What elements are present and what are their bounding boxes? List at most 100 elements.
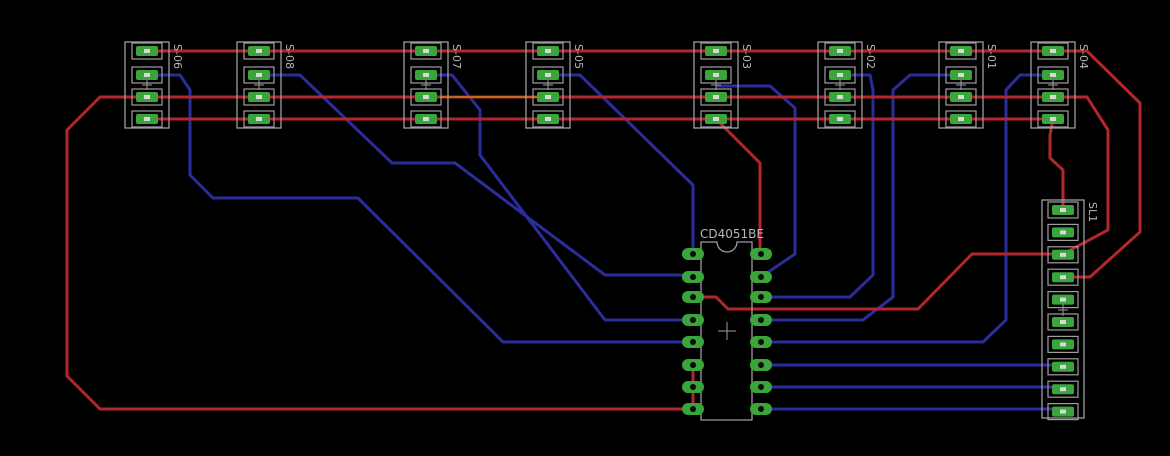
pad-outline: [700, 110, 732, 128]
connector-outline: [124, 41, 170, 129]
pad-marker: [1060, 364, 1066, 369]
drill-hole: [758, 384, 764, 390]
connector-pad-1: [532, 42, 564, 60]
pad-outline: [410, 110, 442, 128]
connector-label: S-03: [740, 44, 753, 69]
drill-hole: [758, 406, 764, 412]
drill-hole: [690, 339, 696, 345]
connector-s-06: S-06: [124, 41, 184, 129]
ic-pin-13: [750, 314, 772, 326]
connector-s-07: S-07: [403, 41, 463, 129]
header-pad-9: [1047, 380, 1079, 398]
connector-pad-3: [243, 88, 275, 106]
ic-pin-6: [682, 359, 704, 371]
connector-pad-3: [1037, 88, 1069, 106]
pad-marker: [256, 117, 262, 121]
drill-hole: [758, 339, 764, 345]
header-pad-2: [1047, 223, 1079, 241]
pad-outline: [1047, 268, 1079, 286]
connector-label: S-01: [985, 44, 998, 69]
ic-pin-9: [750, 403, 772, 415]
drill-hole: [690, 251, 696, 257]
pad-marker: [144, 49, 150, 53]
ic-pin-12: [750, 336, 772, 348]
pad-marker: [423, 49, 429, 53]
pad-marker: [1050, 49, 1056, 53]
pad-outline: [243, 110, 275, 128]
pad-marker: [1050, 117, 1056, 121]
pad-marker: [1060, 342, 1066, 347]
pad-marker: [713, 95, 719, 99]
drill-hole: [758, 251, 764, 257]
connector-pad-1: [824, 42, 856, 60]
pad-marker: [144, 73, 150, 77]
connector-label: S-08: [283, 44, 296, 69]
pad-marker: [837, 95, 843, 99]
connector-pad-1: [410, 42, 442, 60]
trace-s01: [761, 73, 961, 322]
header-pad-7: [1047, 335, 1079, 353]
pad-marker: [1060, 208, 1066, 212]
trace-s04: [761, 73, 1053, 344]
pad-marker: [1050, 95, 1056, 99]
pad-marker: [958, 73, 964, 77]
connector-pad-4: [700, 110, 732, 128]
ic-pin-15: [750, 271, 772, 283]
pad-outline: [131, 110, 163, 128]
pad-marker: [713, 73, 719, 77]
connector-label: S-06: [171, 44, 184, 69]
connector-pad-3: [700, 88, 732, 106]
ic-label: CD4051BE: [700, 227, 764, 241]
pad-marker: [256, 95, 262, 99]
pad-marker: [837, 49, 843, 53]
pad-marker: [713, 117, 719, 121]
header-pad-8: [1047, 358, 1079, 376]
connector-pad-1: [1037, 42, 1069, 60]
rail-mid: [65, 95, 1110, 411]
pad-outline: [1047, 403, 1079, 421]
connector-pad-3: [532, 88, 564, 106]
pad-marker: [256, 73, 262, 77]
ic-pads: [682, 248, 772, 415]
drill-hole: [690, 384, 696, 390]
header-pad-1: [1047, 201, 1079, 219]
header-label: SL1: [1086, 202, 1099, 222]
ic-pin-16: [750, 248, 772, 260]
ic-pin-3: [682, 291, 704, 303]
connector-outline: [236, 41, 282, 129]
connector-pad-3: [131, 88, 163, 106]
pad-marker: [1060, 297, 1066, 302]
connector-s-08: S-08: [236, 41, 296, 129]
connector-outline: [1030, 41, 1076, 129]
pad-outline: [532, 110, 564, 128]
pad-marker: [256, 49, 262, 53]
ic-pin-5: [682, 336, 704, 348]
pad-outline: [945, 42, 977, 60]
connector-pad-3: [945, 88, 977, 106]
trace-s08: [259, 73, 693, 277]
drill-hole: [758, 362, 764, 368]
ic-pin-2: [682, 271, 704, 283]
pad-marker: [423, 95, 429, 99]
ic-pin-8: [682, 403, 704, 415]
bottom-layer-traces: [147, 73, 1063, 411]
drill-hole: [758, 274, 764, 280]
connector-s-04: S-04: [1030, 41, 1090, 129]
pad-outline: [1037, 42, 1069, 60]
connector-pad-4: [410, 110, 442, 128]
trace-s03-down: [714, 117, 762, 254]
connector-pad-4: [824, 110, 856, 128]
pad-marker: [958, 49, 964, 53]
pad-marker: [545, 117, 551, 121]
connector-pad-1: [243, 42, 275, 60]
pad-marker: [545, 73, 551, 77]
pad-marker: [144, 117, 150, 121]
trace-s03: [716, 84, 797, 279]
pad-outline: [1047, 223, 1079, 241]
ic-pin-1: [682, 248, 704, 260]
connector-outline: [525, 41, 571, 129]
connector-outline: [693, 41, 739, 129]
pad-marker: [1060, 230, 1066, 235]
